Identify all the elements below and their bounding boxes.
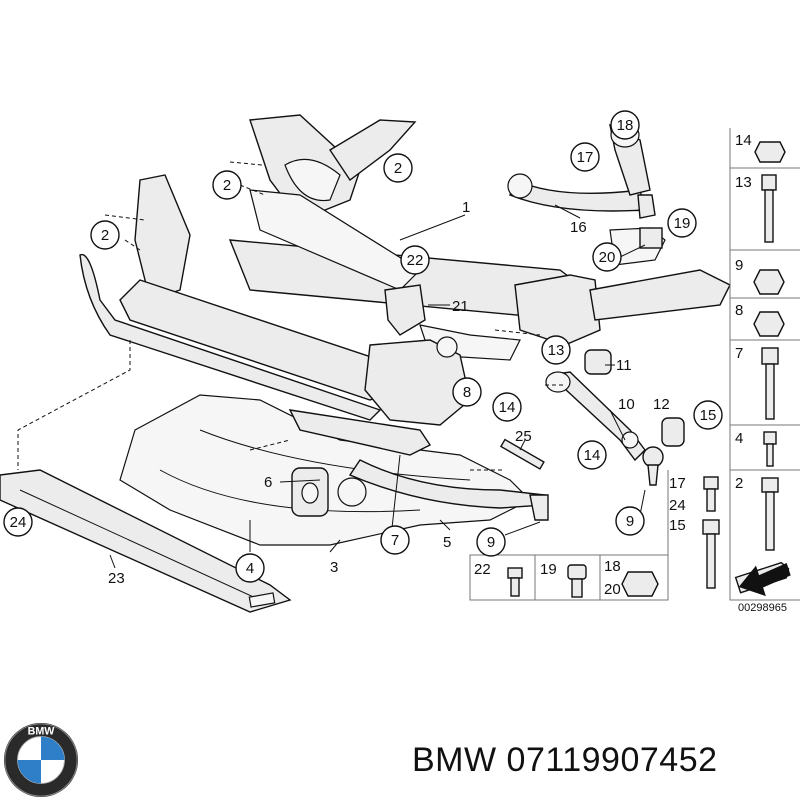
label-6: 6 — [264, 474, 272, 491]
label-1: 1 — [462, 199, 470, 216]
label-25: 25 — [515, 428, 532, 445]
callout-8 — [452, 377, 482, 407]
leader-lines — [109, 204, 646, 569]
label-2a: 2 — [223, 177, 231, 194]
hw-label-19: 19 — [540, 561, 557, 578]
label-9a: 9 — [626, 513, 634, 530]
pin-25 — [499, 438, 545, 470]
label-2b: 2 — [101, 227, 109, 244]
drawing-number: 00298965 — [738, 602, 787, 614]
label-11: 11 — [616, 357, 632, 374]
hw-label-22: 22 — [474, 561, 491, 578]
hw-label-4: 4 — [735, 430, 743, 447]
callout-2c — [383, 153, 413, 183]
callout-2a — [212, 170, 242, 200]
label-12: 12 — [653, 396, 670, 413]
wishbone-arm — [288, 409, 432, 456]
callout-9b — [476, 527, 506, 557]
callout-18 — [610, 110, 640, 140]
label-5: 5 — [443, 534, 451, 551]
callout-20 — [592, 242, 622, 272]
label-16: 16 — [570, 219, 587, 236]
hw-label-13: 13 — [735, 174, 752, 191]
bmw-logo-letters: BMW — [28, 726, 56, 738]
hw-label-17: 17 — [669, 475, 686, 492]
front-axle-carrier — [79, 114, 731, 426]
callout-24 — [3, 507, 33, 537]
callout-2b — [90, 220, 120, 250]
callout-13 — [541, 335, 571, 365]
heat-shield — [384, 284, 426, 336]
bushing-6 — [291, 467, 329, 517]
label-21: 21 — [452, 298, 469, 315]
brand-part-number: BMW 07119907452 — [412, 741, 718, 779]
hardware-labels: 14 13 9 8 7 4 2 17 24 15 22 19 18 20 002… — [474, 132, 787, 614]
label-14a: 14 — [499, 399, 516, 416]
tension-strut — [545, 349, 685, 486]
hw-label-2: 2 — [735, 475, 743, 492]
hw-label-24: 24 — [669, 497, 686, 514]
label-22: 22 — [407, 252, 424, 269]
label-9b: 9 — [487, 534, 495, 551]
hw-label-14: 14 — [735, 132, 752, 149]
bmw-logo-icon: BMW — [3, 722, 79, 798]
hw-label-20: 20 — [604, 581, 621, 598]
callout-15 — [693, 400, 723, 430]
callout-14b — [577, 440, 607, 470]
callout-19 — [667, 208, 697, 238]
label-19: 19 — [674, 215, 691, 232]
callout-9a — [615, 506, 645, 536]
label-23: 23 — [108, 570, 125, 587]
lower-control-arm — [337, 459, 549, 521]
hw-label-8: 8 — [735, 302, 743, 319]
label-8: 8 — [463, 384, 471, 401]
label-15: 15 — [700, 407, 717, 424]
label-10: 10 — [618, 396, 635, 413]
hardware-panel — [469, 128, 800, 601]
hw-label-15: 15 — [669, 517, 686, 534]
label-14b: 14 — [584, 447, 601, 464]
hw-label-9: 9 — [735, 257, 743, 274]
label-4: 4 — [246, 560, 254, 577]
hw-label-18: 18 — [604, 558, 621, 575]
label-17: 17 — [577, 149, 594, 166]
hw-label-7: 7 — [735, 345, 743, 362]
callout-17 — [570, 142, 600, 172]
callouts: 2 2 2 18 17 19 20 22 13 8 14 15 14 7 9 9 — [3, 110, 723, 587]
reinforcement-plate — [0, 469, 292, 613]
label-3: 3 — [330, 559, 338, 576]
label-7: 7 — [391, 532, 399, 549]
label-24: 24 — [10, 514, 27, 531]
label-20: 20 — [599, 249, 616, 266]
callout-22 — [400, 245, 430, 275]
label-2c: 2 — [394, 160, 402, 177]
label-18: 18 — [617, 117, 634, 134]
dashed-leader-lines — [17, 161, 565, 471]
callout-7 — [380, 525, 410, 555]
label-13: 13 — [548, 342, 565, 359]
callout-14a — [492, 392, 522, 422]
callout-4 — [235, 553, 265, 583]
